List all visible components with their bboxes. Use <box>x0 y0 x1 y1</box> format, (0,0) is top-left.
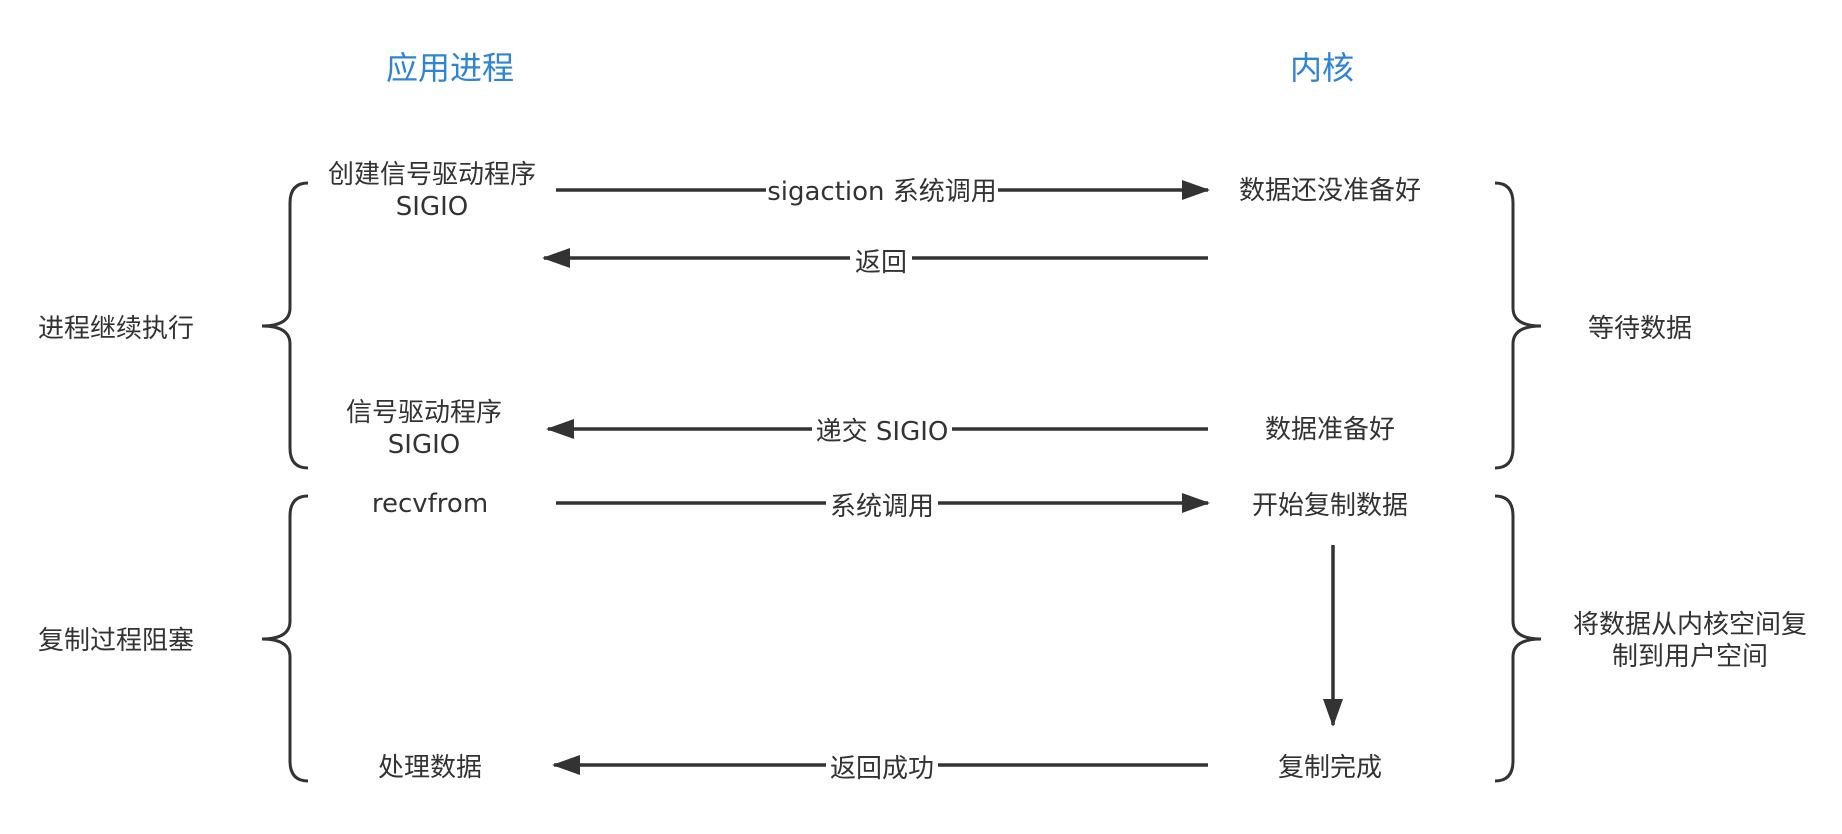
label-wait-data: 等待数据 <box>1588 314 1692 344</box>
node-data-ready: 数据准备好 <box>1265 415 1395 445</box>
label-copy-kernel-to-user-2: 制到用户空间 <box>1612 642 1768 672</box>
msg-sigaction: sigaction 系统调用 <box>767 177 997 207</box>
msg-return-success: 返回成功 <box>830 754 934 784</box>
label-bg-deliver <box>812 411 952 447</box>
label-continue-executing: 进程继续执行 <box>38 314 194 344</box>
header-kernel: 内核 <box>1290 49 1354 87</box>
node-copy-done: 复制完成 <box>1278 753 1382 783</box>
label-bg-return-success <box>826 747 938 783</box>
msg-deliver-sigio: 递交 SIGIO <box>816 417 949 447</box>
node-recvfrom: recvfrom <box>372 489 488 519</box>
left-brace-continue <box>261 181 309 470</box>
left-brace-blocked <box>261 494 309 783</box>
label-copy-blocked: 复制过程阻塞 <box>38 626 194 656</box>
label-bg-return <box>850 240 912 276</box>
header-app-process: 应用进程 <box>386 49 514 87</box>
node-signal-handler-2: SIGIO <box>388 430 460 460</box>
node-process-data: 处理数据 <box>378 753 482 783</box>
node-data-not-ready: 数据还没准备好 <box>1239 176 1421 206</box>
label-bg-sigaction <box>766 172 998 208</box>
msg-syscall: 系统调用 <box>830 492 934 522</box>
node-create-signal-handler-1: 创建信号驱动程序 <box>328 160 536 190</box>
label-copy-kernel-to-user-1: 将数据从内核空间复 <box>1573 610 1807 640</box>
node-create-signal-handler-2: SIGIO <box>396 192 468 222</box>
node-start-copy: 开始复制数据 <box>1252 491 1408 521</box>
right-brace-wait <box>1494 181 1542 470</box>
label-bg-syscall <box>826 485 938 521</box>
msg-return: 返回 <box>855 248 907 278</box>
node-signal-handler-1: 信号驱动程序 <box>346 398 502 428</box>
right-brace-copy <box>1494 494 1542 783</box>
